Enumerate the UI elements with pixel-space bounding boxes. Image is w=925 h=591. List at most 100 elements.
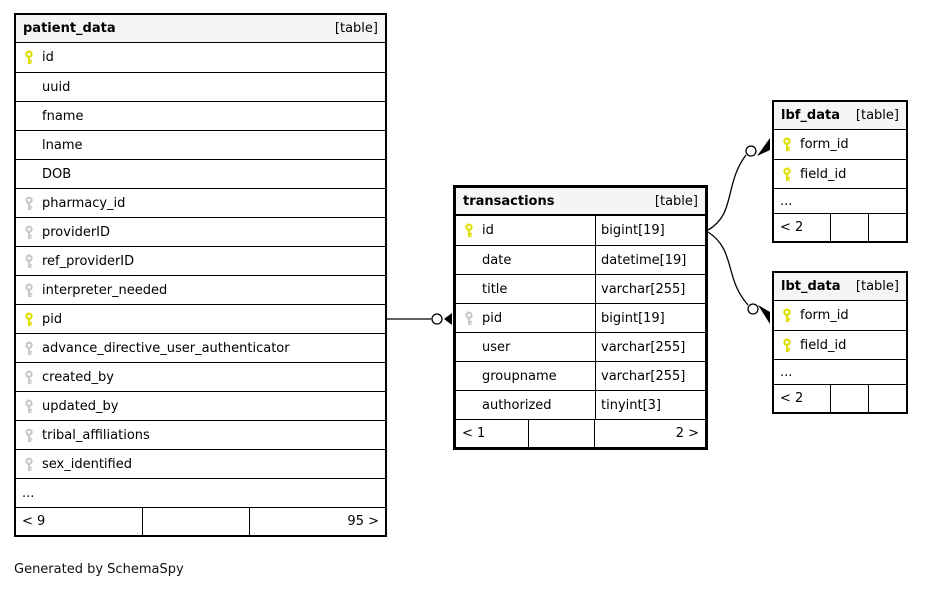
column-name-cell: form_id	[774, 130, 906, 159]
footer-middle-cell	[830, 385, 868, 412]
primary-key-icon	[782, 308, 800, 323]
column-type: bigint[19]	[601, 310, 665, 326]
index-key-icon	[24, 253, 42, 269]
footer-middle-cell	[528, 420, 594, 447]
column-name: created_by	[42, 369, 114, 385]
index-key-icon	[24, 427, 42, 443]
more-columns-ellipsis: ...	[774, 188, 906, 213]
column-name: groupname	[482, 368, 557, 384]
index-key-icon	[24, 282, 42, 298]
primary-key-icon	[782, 137, 800, 152]
column-name: field_id	[800, 166, 847, 182]
footer-related-left: < 1	[462, 426, 486, 441]
column-row: form_id	[774, 301, 906, 330]
column-name: authorized	[482, 397, 552, 413]
column-name: lname	[42, 137, 83, 153]
column-name: providerID	[42, 224, 111, 240]
column-name: pharmacy_id	[42, 195, 126, 211]
index-key-icon	[24, 456, 42, 472]
column-row: ref_providerID	[16, 246, 385, 275]
table-header[interactable]: patient_data [table]	[16, 15, 385, 43]
table-title[interactable]: transactions	[463, 193, 555, 209]
table-type-badge: [table]	[855, 279, 899, 294]
column-name-cell: uuid	[16, 73, 385, 101]
column-type-cell: bigint[19]	[595, 216, 705, 245]
column-name: form_id	[800, 137, 849, 152]
more-columns-ellipsis: ...	[774, 359, 906, 384]
column-name: fname	[42, 108, 84, 124]
column-type: varchar[255]	[601, 281, 686, 297]
column-row: interpreter_needed	[16, 275, 385, 304]
column-name-cell: field_id	[774, 160, 906, 188]
edge-transactions-lbf_data	[707, 138, 770, 231]
edge-inv-arrowhead	[758, 305, 770, 324]
column-name-cell: ref_providerID	[16, 247, 385, 275]
column-name-cell: interpreter_needed	[16, 276, 385, 304]
table-title[interactable]: lbf_data	[781, 108, 840, 123]
column-type: varchar[255]	[601, 368, 686, 384]
column-name-cell: DOB	[16, 160, 385, 188]
table-type-badge: [table]	[654, 193, 698, 209]
column-name: user	[482, 339, 511, 355]
column-name: pid	[482, 310, 503, 326]
table-node-lbf_data[interactable]: lbf_data[table] form_id field_id... < 2	[772, 100, 908, 243]
column-name-cell: date	[456, 246, 595, 274]
footer-related-right: 95 >	[249, 508, 385, 535]
column-name: uuid	[42, 79, 71, 95]
index-key-icon	[464, 310, 482, 326]
column-type: datetime[19]	[601, 252, 687, 268]
column-row: tribal_affiliations	[16, 420, 385, 449]
column-name: form_id	[800, 308, 849, 323]
column-name-cell: pid	[456, 304, 595, 332]
column-name: id	[482, 223, 494, 238]
column-row: pid	[16, 304, 385, 333]
column-name: ref_providerID	[42, 253, 135, 269]
column-row: id bigint[19]	[456, 216, 705, 245]
column-name-cell: tribal_affiliations	[16, 421, 385, 449]
column-name: advance_directive_user_authenticator	[42, 340, 290, 356]
column-name: DOB	[42, 166, 72, 182]
column-row: pharmacy_id	[16, 188, 385, 217]
index-key-icon	[24, 340, 42, 356]
index-key-icon	[24, 398, 42, 414]
column-row: field_id	[774, 159, 906, 188]
column-type-cell: tinyint[3]	[595, 391, 705, 419]
index-key-icon	[24, 224, 42, 240]
edge-transactions-lbt_data	[707, 231, 770, 324]
column-name-cell: id	[456, 216, 595, 245]
column-row: sex_identified	[16, 449, 385, 478]
column-type-cell: bigint[19]	[595, 304, 705, 332]
column-name-cell: providerID	[16, 218, 385, 246]
column-type-cell: varchar[255]	[595, 362, 705, 390]
column-name-cell: user	[456, 333, 595, 361]
index-key-icon	[24, 369, 42, 385]
primary-key-icon	[24, 311, 42, 327]
column-name-cell: pharmacy_id	[16, 189, 385, 217]
table-header[interactable]: lbf_data[table]	[774, 102, 906, 130]
table-header[interactable]: lbt_data [table]	[774, 273, 906, 301]
table-title[interactable]: patient_data	[23, 21, 116, 36]
table-node-lbt_data[interactable]: lbt_data [table] form_id field_id...< 2	[772, 271, 908, 414]
column-name-cell: created_by	[16, 363, 385, 391]
column-name-cell: field_id	[774, 331, 906, 359]
footer-related-left: < 2	[780, 220, 804, 235]
table-footer: < 2	[774, 384, 906, 412]
table-title[interactable]: lbt_data	[781, 279, 841, 294]
column-row: id	[16, 43, 385, 72]
column-type-cell: varchar[255]	[595, 333, 705, 361]
edge-inv-arrowhead	[757, 138, 770, 156]
column-row: user varchar[255]	[456, 332, 705, 361]
column-row: authorized tinyint[3]	[456, 390, 705, 419]
column-name: sex_identified	[42, 456, 132, 472]
column-row: DOB	[16, 159, 385, 188]
primary-key-icon	[464, 223, 482, 238]
table-header[interactable]: transactions [table]	[456, 188, 705, 216]
table-type-badge: [table]	[334, 21, 378, 36]
column-type-cell: varchar[255]	[595, 275, 705, 303]
column-name-cell: authorized	[456, 391, 595, 419]
column-name: tribal_affiliations	[42, 427, 150, 443]
column-type: varchar[255]	[601, 339, 686, 355]
